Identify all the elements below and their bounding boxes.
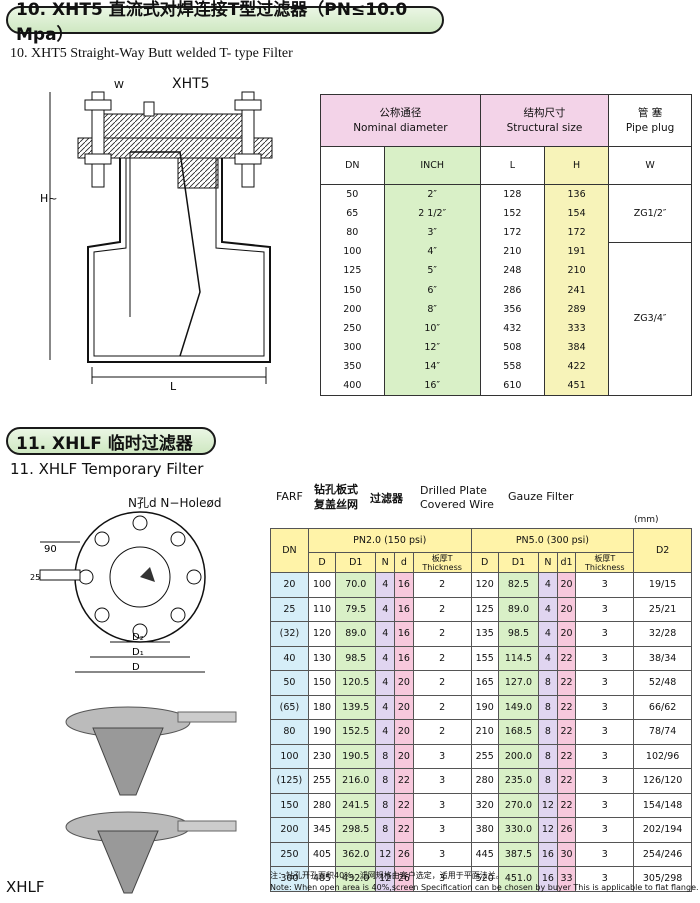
svg-text:90: 90 (44, 544, 57, 555)
note-en: Note: When open area is 40%,screen Speci… (270, 883, 699, 892)
dim-w: W (114, 80, 124, 91)
section-subtitle-xht5: 10. XHT5 Straight-Way Butt welded T- typ… (10, 46, 293, 61)
svg-text:25: 25 (30, 573, 40, 582)
note-cn: 注：钻孔开孔面积40%，滤网规格由客户选定，适用于平面法兰。 (270, 871, 504, 880)
type-en3: Gauze Filter (508, 490, 574, 503)
xhlf-flange-drawing: 90 25 D₂ D₁ D (30, 511, 206, 673)
xhlf-photo-2 (65, 811, 237, 894)
xht5-drawing: W H~ L (40, 80, 273, 393)
svg-text:D₂: D₂ (132, 632, 144, 643)
dim-h: H~ (40, 192, 58, 205)
type-cn: 钻孔板式复盖丝网 (314, 483, 358, 511)
xhlf-photo-1 (65, 706, 237, 796)
section-banner-xhlf: 11. XHLF 临时过滤器 (6, 427, 216, 455)
section-subtitle-xhlf: 11. XHLF Temporary Filter (10, 460, 204, 478)
unit-label: (mm) (634, 515, 659, 525)
dim-l: L (170, 380, 177, 393)
svg-text:D₁: D₁ (132, 647, 144, 658)
svg-text:D: D (132, 662, 140, 673)
holes-label: N孔d N−Holeød (128, 496, 222, 510)
xhlf-photo-label: XHLF (6, 878, 45, 896)
type-cn3: 过滤器 (370, 492, 403, 505)
farf-label: FARF (276, 490, 303, 503)
xht5-label: XHT5 (172, 76, 210, 92)
section-banner-xht5: 10. XHT5 直流式对焊连接T型过滤器（PN≤10.0 Mpa） (6, 0, 444, 45)
